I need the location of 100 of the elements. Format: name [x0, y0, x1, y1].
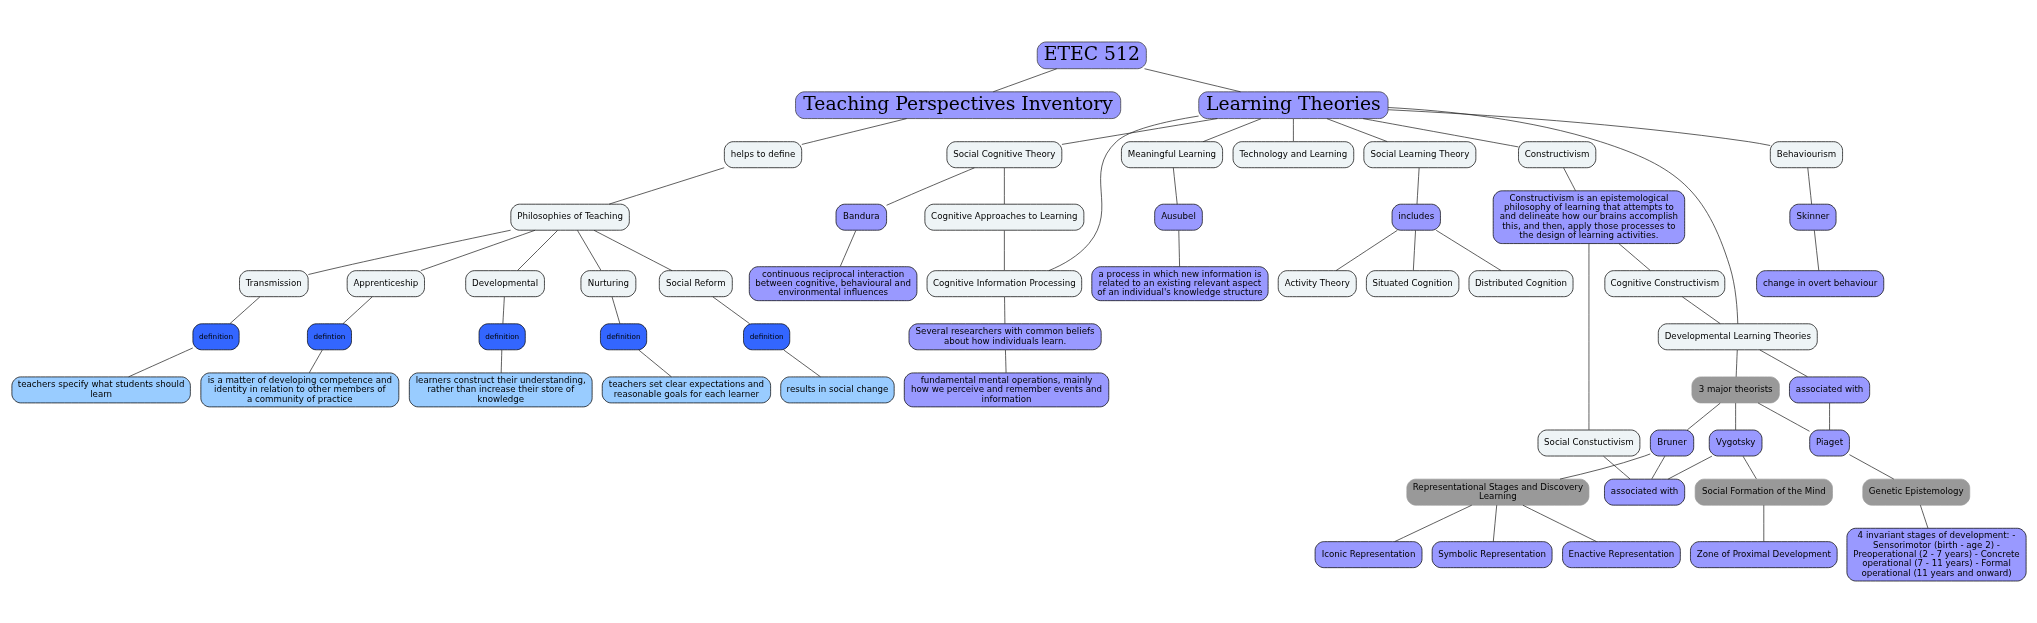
connector	[1618, 243, 1651, 271]
connector	[1004, 349, 1006, 374]
node-box: definition	[478, 323, 526, 351]
connector	[229, 296, 260, 325]
node-box: a process in which new information is related to an existing relevant aspect of an individual's knowledge structure	[1090, 266, 1268, 302]
node-box: Teaching Perspectives Inventory	[794, 91, 1121, 119]
node-box: Philosophies of Teaching	[509, 203, 630, 231]
node-box: Social Cognitive Theory	[946, 141, 1062, 169]
connector	[1061, 118, 1218, 145]
connector	[1734, 402, 1736, 431]
node-box: Distributed Cognition	[1468, 270, 1573, 298]
node-box: continuous reciprocal interaction between cognitive, behavioural and environmental influences	[748, 266, 917, 302]
node-box: 3 major theorists	[1691, 376, 1780, 404]
connector	[637, 349, 672, 378]
connector	[1335, 229, 1398, 271]
node-box: teachers specify what students should learn	[11, 376, 191, 404]
connector	[1202, 118, 1262, 142]
node-box: associated with	[1603, 478, 1685, 506]
node-box: Social Reform	[658, 270, 733, 298]
connector	[516, 230, 558, 271]
node-box: Social Formation of the Mind	[1694, 478, 1833, 506]
node-box: Bandura	[835, 203, 887, 231]
connector	[1602, 455, 1630, 480]
connector	[1762, 504, 1764, 542]
connector	[420, 229, 536, 271]
connector	[1757, 402, 1810, 432]
node-box: is a matter of developing competence and identity in relation to other members of a community of practice	[200, 372, 399, 408]
connector	[576, 230, 601, 271]
connector	[1559, 453, 1651, 480]
connector	[1492, 504, 1497, 542]
connector	[1742, 455, 1757, 480]
node-box: includes	[1391, 203, 1441, 231]
connector	[608, 167, 725, 205]
node-box: definition	[192, 323, 239, 351]
node-box: teachers set clear expectations and reasonable goals for each learner	[601, 376, 771, 404]
node-box: Developmental	[464, 270, 545, 298]
node-box: Ausubel	[1153, 203, 1203, 231]
connector	[1806, 167, 1812, 205]
node-box: Piaget	[1808, 429, 1850, 457]
connector	[1667, 455, 1712, 480]
node-box: Zone of Proximal Development	[1689, 541, 1837, 568]
connector	[1686, 402, 1721, 431]
connector	[712, 296, 750, 325]
node-box: learners construct their understanding, rather than increase their store of knowledge	[408, 372, 592, 408]
connector	[593, 229, 672, 271]
node-box: ETEC 512	[1036, 41, 1147, 70]
node-box: Social Constuctivism	[1537, 429, 1640, 457]
node-box: Developmental Learning Theories	[1657, 323, 1818, 351]
connector	[1651, 455, 1665, 480]
connector	[1562, 167, 1576, 192]
connector	[1177, 230, 1180, 267]
connector	[1813, 230, 1819, 271]
node-box: Representational Stages and Discovery Learning	[1406, 478, 1589, 506]
node-box: results in social change	[779, 376, 895, 404]
connector	[1387, 109, 1771, 146]
connector	[1919, 504, 1928, 529]
connector	[308, 349, 323, 374]
node-box: Several researchers with common beliefs about how individuals learn.	[908, 323, 1102, 351]
connector	[1292, 118, 1294, 142]
connector	[1143, 68, 1241, 93]
node-box: defintion	[306, 323, 352, 351]
node-box: Transmission	[238, 270, 308, 298]
node-box: 4 invariant stages of development: - Sensorimotor (birth - age 2) - Preoperational (2 - 7 years) - Concrete operational (7 - 11 years) - Formal operational (11 years and onward)	[1846, 527, 2026, 582]
node-box: helps to define	[723, 141, 802, 169]
node-box: Constructivism	[1517, 141, 1596, 169]
node-box: Skinner	[1788, 203, 1836, 231]
connector	[1387, 107, 1738, 325]
node-box: associated with	[1788, 376, 1870, 404]
connector	[1735, 349, 1738, 378]
node-box: Enactive Representation	[1561, 541, 1681, 568]
connector	[1828, 402, 1830, 431]
connector	[885, 167, 975, 206]
node-box: Vygotsky	[1708, 429, 1762, 457]
node-box: Behaviourism	[1769, 141, 1843, 169]
node-box: Iconic Representation	[1314, 541, 1422, 568]
node-box: Cognitive Information Processing	[926, 270, 1082, 298]
node-box: change in overt behaviour	[1755, 270, 1884, 298]
connector	[611, 296, 620, 325]
node-box: Cognitive Approaches to Learning	[924, 203, 1084, 231]
connector	[1326, 118, 1388, 142]
node-box: fundamental mental operations, mainly how we perceive and remember events and information	[903, 372, 1109, 408]
connector	[127, 347, 193, 378]
connector	[307, 229, 511, 275]
connector	[1393, 504, 1472, 542]
node-box: Symbolic Representation	[1431, 541, 1552, 568]
connector	[1681, 296, 1721, 324]
node-box: Cognitive Constructivism	[1604, 270, 1725, 298]
connector	[1048, 115, 1199, 271]
connector	[1412, 230, 1416, 271]
connector	[1172, 167, 1178, 205]
node-box: Meaningful Learning	[1120, 141, 1223, 169]
connector	[1588, 243, 1589, 431]
node-box: Social Learning Theory	[1363, 141, 1476, 169]
node-box: Learning Theories	[1197, 91, 1388, 119]
node-box: definition	[742, 323, 790, 351]
connector	[992, 68, 1057, 93]
connector	[1522, 504, 1597, 542]
connector	[1362, 118, 1519, 148]
node-box: Genetic Epistemology	[1861, 478, 1970, 506]
connector	[1003, 296, 1005, 325]
